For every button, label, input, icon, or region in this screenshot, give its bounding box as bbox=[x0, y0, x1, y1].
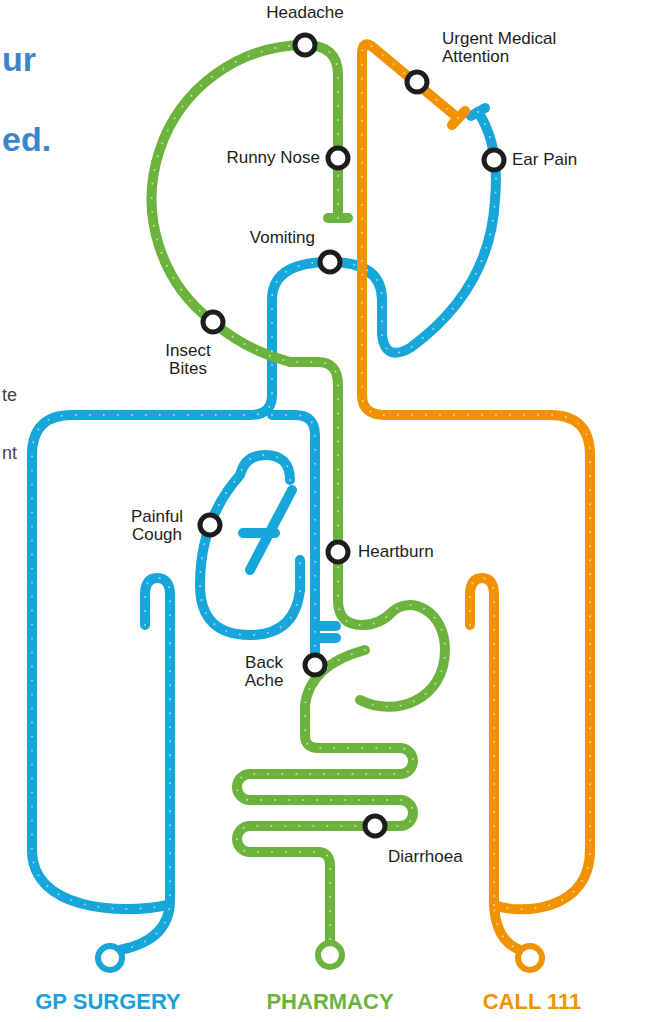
route-dots bbox=[32, 44, 590, 950]
pharmacy-line bbox=[152, 45, 445, 942]
heading-fragment: ur bbox=[2, 42, 62, 76]
body-fragment: nt bbox=[2, 444, 22, 462]
station-label: Insect Bites bbox=[156, 342, 220, 378]
station bbox=[365, 816, 385, 836]
heading-fragment: ed. bbox=[2, 122, 72, 156]
route bbox=[200, 455, 300, 635]
dots bbox=[362, 44, 590, 909]
station bbox=[203, 312, 223, 332]
station-label: Headache bbox=[250, 4, 360, 22]
station-label: Painful Cough bbox=[121, 508, 193, 544]
stations bbox=[200, 35, 504, 836]
route bbox=[32, 112, 496, 909]
dots bbox=[152, 45, 445, 707]
call-line bbox=[362, 44, 590, 950]
terminal bbox=[98, 946, 122, 970]
body-fragment: te bbox=[2, 386, 22, 404]
station-label: Diarrhoea bbox=[388, 848, 488, 866]
route bbox=[362, 44, 590, 909]
station-label: Back Ache bbox=[236, 654, 292, 690]
terminals bbox=[98, 943, 542, 970]
station-label: Runny Nose bbox=[210, 149, 320, 167]
route bbox=[470, 578, 520, 950]
station-label: Ear Pain bbox=[512, 151, 602, 169]
dots bbox=[272, 415, 315, 665]
dots bbox=[470, 578, 520, 950]
dots bbox=[120, 578, 170, 950]
station-label: Urgent Medical Attention bbox=[442, 30, 592, 66]
route bbox=[237, 650, 413, 942]
station bbox=[305, 655, 325, 675]
dots bbox=[200, 455, 300, 635]
station bbox=[295, 35, 315, 55]
gp-line bbox=[32, 108, 496, 950]
dots bbox=[32, 112, 496, 909]
terminal bbox=[518, 946, 542, 970]
dots bbox=[237, 650, 413, 942]
line-name: PHARMACY bbox=[235, 990, 425, 1013]
line-name: CALL 111 bbox=[437, 990, 627, 1013]
terminal bbox=[318, 943, 342, 967]
station bbox=[407, 72, 427, 92]
station bbox=[484, 150, 504, 170]
route bbox=[152, 45, 445, 707]
station bbox=[200, 515, 220, 535]
station-label: Heartburn bbox=[358, 543, 468, 561]
station bbox=[328, 148, 348, 168]
station bbox=[328, 542, 348, 562]
station-label: Vomiting bbox=[215, 229, 315, 247]
route bbox=[120, 578, 170, 950]
station bbox=[320, 252, 340, 272]
line-name: GP SURGERY bbox=[13, 990, 203, 1013]
